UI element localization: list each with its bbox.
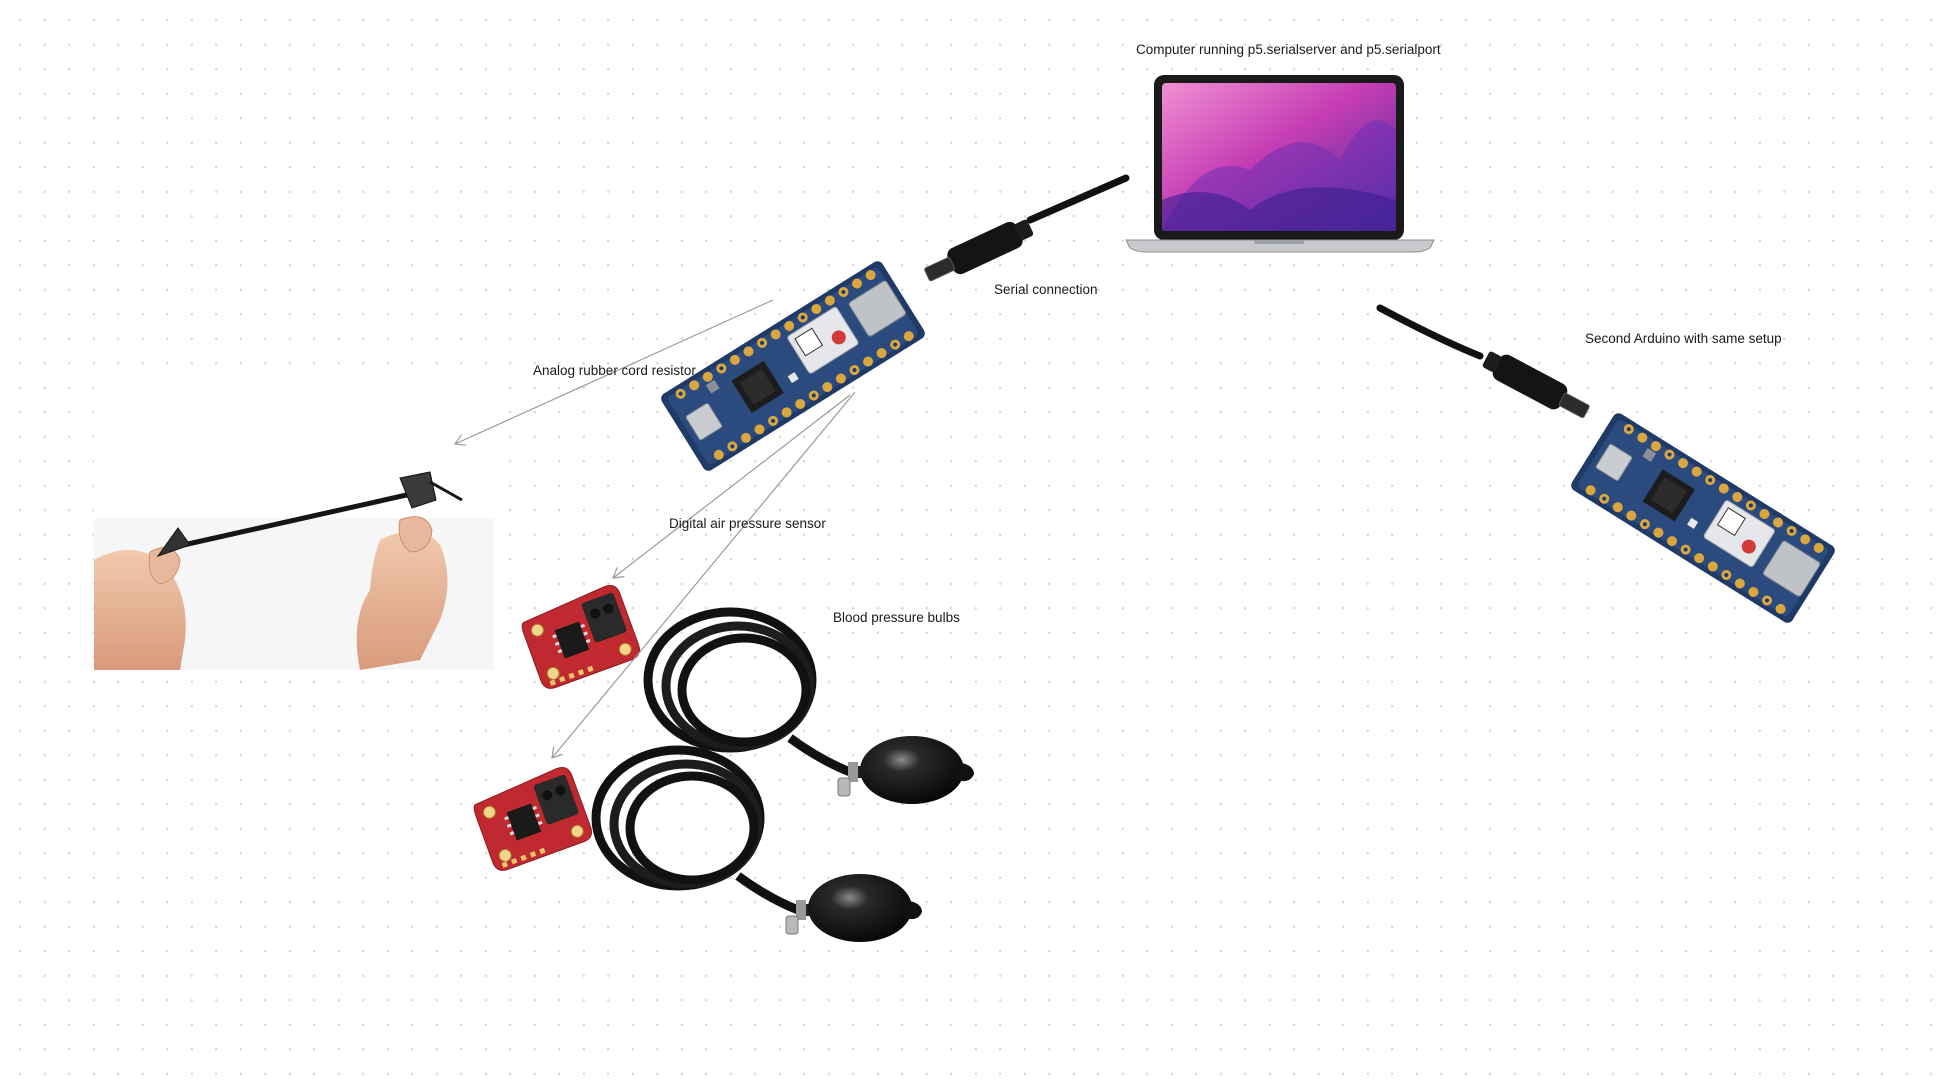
computer-label: Computer running p5.serialserver and p5.… [1136, 42, 1441, 57]
rubber-cord-photo [94, 372, 494, 670]
blood-bulbs-label: Blood pressure bulbs [833, 610, 960, 625]
arrow-sensor-bottom [552, 391, 856, 758]
connector-arrows [455, 299, 856, 758]
air-pressure-label: Digital air pressure sensor [669, 516, 826, 531]
pressure-sensor-top [517, 582, 644, 692]
arduino-board-secondary [1568, 410, 1838, 626]
second-arduino-label: Second Arduino with same setup [1585, 331, 1782, 346]
usb-cable-primary [924, 174, 1130, 282]
laptop-illustration [1125, 75, 1435, 253]
arduino-board-primary [658, 258, 928, 474]
arrow-sensor-top [613, 394, 851, 578]
serial-connection-label: Serial connection [994, 282, 1098, 297]
arrow-rubber-cord [455, 299, 774, 444]
pressure-sensor-bottom [469, 764, 596, 874]
rubber-cord-label: Analog rubber cord resistor [533, 363, 696, 378]
usb-cable-secondary [1376, 304, 1590, 419]
